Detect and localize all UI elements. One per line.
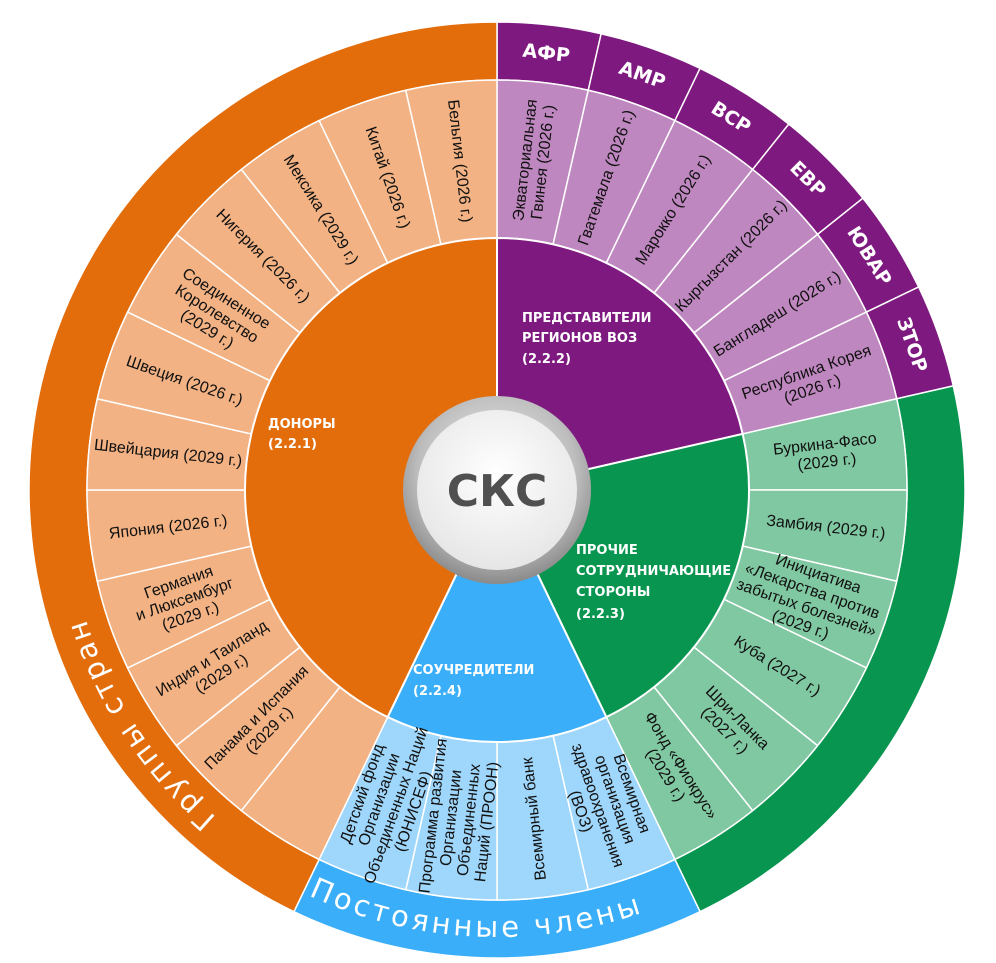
group-title-donors: ДОНОРЫ (2.2.1) xyxy=(268,417,340,452)
group-title-regions: ПРЕДСТАВИТЕЛИ РЕГИОНОВ ВОЗ (2.2.2) xyxy=(522,311,656,367)
group-title-partners: ПРОЧИЕ СОТРУДНИЧАЮЩИЕ СТОРОНЫ (2.2.3) xyxy=(576,543,736,622)
group-title-cosponsors: СОУЧРЕДИТЕЛИ (2.2.4) xyxy=(413,663,539,699)
segment-label: Буркина-Фасо(2029 г.) xyxy=(772,430,879,476)
group-sector-donors[interactable] xyxy=(244,236,498,719)
center-face xyxy=(417,410,577,570)
segment-label-line: (2029 г.) xyxy=(797,451,858,475)
center-label: СКС xyxy=(447,466,548,517)
center-hub: СКС xyxy=(403,396,591,584)
outer-band-layer xyxy=(28,21,966,959)
region-label: АФР xyxy=(521,40,571,67)
group-sector-cosponsors[interactable] xyxy=(386,487,608,743)
